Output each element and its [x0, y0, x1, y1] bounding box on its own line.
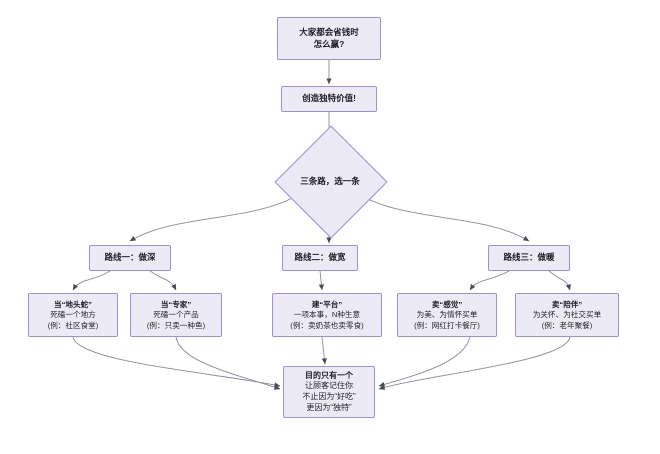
node-leaf-1-line-1: 当“地头蛇” [54, 300, 92, 310]
edge-leaf5-to-goal [378, 336, 571, 390]
edge-route2-to-leaf3 [318, 270, 324, 291]
edge-leaf2-to-goal [175, 336, 281, 390]
node-leaf-2-line-3: (例：只卖一种鱼) [146, 320, 206, 330]
node-route-1[interactable]: 路线一：做深 [89, 245, 171, 271]
node-leaf-sell-companionship[interactable]: 卖“陪伴” 为关怀、为社交买单 (例：老年聚餐) [515, 293, 619, 337]
node-value-label: 创造独特价值! [302, 93, 356, 104]
edge-leaf4-to-goal [378, 336, 471, 387]
node-route-2-label: 路线二：做宽 [294, 252, 346, 263]
node-leaf-2-line-2: 死磕一个产品 [153, 310, 199, 320]
edge-leaf1-to-goal [72, 336, 281, 388]
node-goal-line-3: 不止因为“好吃” [302, 392, 356, 401]
node-leaf-5-line-1: 卖“陪伴” [551, 300, 583, 310]
node-leaf-3-line-2: 一项本事，N种生意 [293, 310, 361, 320]
edge-leaf3-to-goal [321, 336, 327, 365]
node-goal[interactable]: 目的只有一个 让顾客记住你 不止因为“好吃” 更因为“独特” [283, 366, 375, 418]
node-start-line-1: 大家都会省钱时 [299, 27, 359, 38]
node-route-2[interactable]: 路线二：做宽 [282, 245, 358, 271]
node-leaf-platform[interactable]: 建“平台” 一项本事，N种生意 (例：卖奶茶也卖零食) [272, 293, 382, 337]
edge-decision-to-route1 [129, 195, 297, 242]
node-route-3[interactable]: 路线三：做暖 [488, 245, 570, 271]
node-leaf-expert[interactable]: 当“专家” 死磕一个产品 (例：只卖一种鱼) [130, 293, 222, 337]
node-goal-line-2: 让顾客记住你 [305, 381, 353, 391]
node-route-1-label: 路线一：做深 [104, 252, 156, 263]
node-leaf-2-line-1: 当“专家” [160, 300, 192, 310]
edge-route1-to-leaf2 [149, 270, 177, 291]
node-leaf-sell-feeling[interactable]: 卖“感觉” 为美、为情怀买单 (例：网红打卡餐厅) [397, 293, 497, 337]
node-leaf-1-line-2: 死磕一个地方 [50, 310, 96, 320]
node-leaf-5-line-2: 为关怀、为社交买单 [532, 310, 602, 320]
node-leaf-3-line-3: (例：卖奶茶也卖零食) [290, 320, 364, 330]
node-leaf-4-line-2: 为美、为情怀买单 [416, 310, 478, 320]
node-goal-line-4: 更因为“独特” [306, 402, 352, 412]
edge-route3-to-leaf5 [548, 270, 571, 291]
edge-decision-to-route3 [361, 195, 530, 242]
node-create-unique-value[interactable]: 创造独特价值! [281, 86, 377, 112]
node-leaf-3-line-1: 建“平台” [311, 300, 343, 310]
node-leaf-local-king[interactable]: 当“地头蛇” 死磕一个地方 (例：社区食堂) [28, 293, 118, 337]
node-route-3-label: 路线三：做暖 [503, 252, 555, 263]
node-leaf-4-line-1: 卖“感觉” [431, 300, 463, 310]
node-start-line-2: 怎么赢? [313, 38, 345, 49]
node-leaf-1-line-3: (例：社区食堂) [47, 320, 99, 330]
edge-route3-to-leaf4 [469, 270, 510, 291]
node-start[interactable]: 大家都会省钱时 怎么赢? [277, 17, 381, 60]
node-leaf-5-line-3: (例：老年聚餐) [541, 320, 593, 330]
node-leaf-4-line-3: (例：网红打卡餐厅) [414, 320, 480, 330]
node-decision-label: 三条路，选一条 [300, 176, 360, 186]
node-goal-line-1: 目的只有一个 [305, 370, 353, 380]
edge-route1-to-leaf1 [72, 270, 111, 291]
